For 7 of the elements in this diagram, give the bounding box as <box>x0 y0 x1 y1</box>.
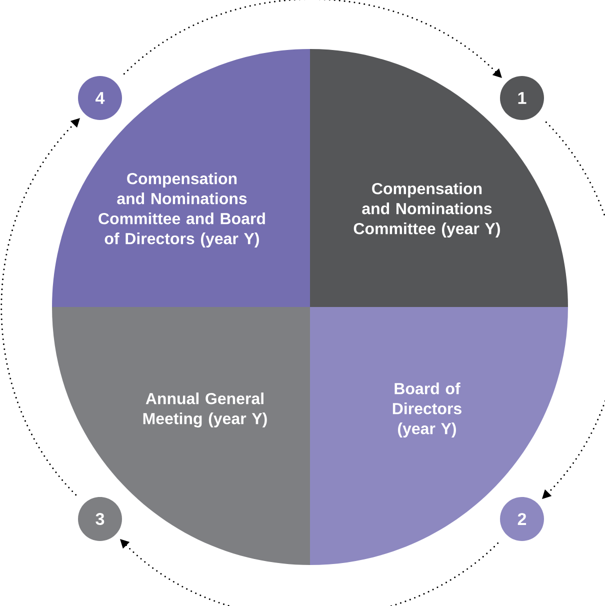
arrow <box>542 121 605 499</box>
number-badge: 2 <box>500 497 544 541</box>
number-badge: 3 <box>78 497 122 541</box>
arrow <box>120 539 499 606</box>
number-badge: 1 <box>500 76 544 120</box>
number-badge: 4 <box>78 76 122 120</box>
arrow <box>0 118 80 496</box>
